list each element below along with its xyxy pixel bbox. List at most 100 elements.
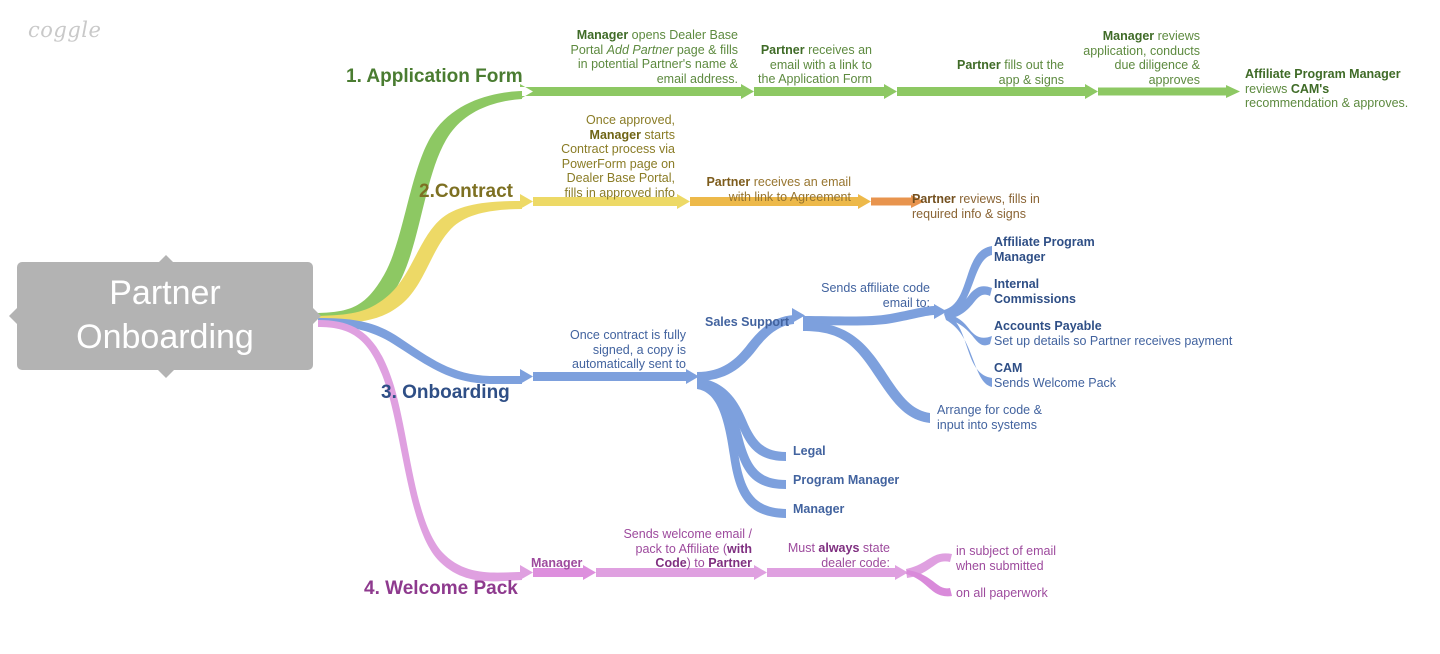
root-handle-right[interactable]	[313, 308, 321, 324]
coggle-logo[interactable]: coggle	[28, 18, 102, 42]
node-recipient-0-label: Affiliate Program Manager	[994, 235, 1095, 264]
node-app-step5[interactable]: Affiliate Program Manager reviews CAM's …	[1245, 67, 1440, 111]
wire-pink-bar1	[533, 568, 585, 577]
wire-amber-bar	[690, 197, 860, 206]
node-contract-step2[interactable]: Partner receives an email with link to A…	[688, 175, 851, 204]
wire-green-arrow4	[1226, 85, 1240, 98]
node-contract-step1-actor: Manager	[589, 127, 641, 142]
branch-title-welcome-pack[interactable]: 4. Welcome Pack	[364, 578, 518, 599]
wire-green-root	[318, 91, 522, 321]
node-app-step1-actor: Manager	[576, 28, 629, 42]
wire-orange-bar	[871, 197, 913, 206]
branch-title-onboarding[interactable]: 3. Onboarding	[381, 382, 510, 403]
node-contract-step2-actor: Partner	[706, 175, 751, 189]
node-welcome-leaf-paperwork[interactable]: on all paperwork	[956, 586, 1048, 600]
wire-yellow-root	[318, 201, 522, 324]
node-copy-recipient-legal[interactable]: Legal	[793, 444, 826, 458]
wire-blue-ss-arrow	[792, 308, 805, 323]
node-contract-step3-actor: Partner	[912, 192, 956, 206]
node-app-step1-text-b: page & fills in potential Partner's name…	[577, 42, 738, 86]
wire-orange-arrow	[858, 194, 871, 209]
node-app-step2-text: receives an email with a link to the App…	[758, 43, 872, 87]
node-app-step4-actor: Manager	[1102, 29, 1155, 43]
node-welcome-manager[interactable]: Manager	[531, 556, 583, 570]
node-recipient-2-detail: Set up details so Partner receives payme…	[994, 333, 1233, 348]
node-app-step4[interactable]: Manager reviews application, conducts du…	[1042, 29, 1200, 87]
node-app-step5-cam: CAM's	[1290, 81, 1330, 96]
wire-green-arrow3	[1085, 84, 1098, 99]
node-app-step1-text-a: opens Dealer Base Portal	[570, 28, 738, 57]
root-handle-top[interactable]	[158, 255, 174, 263]
wire-blue-aff-arrow	[934, 304, 947, 319]
node-copy-recipient-program-manager[interactable]: Program Manager	[793, 473, 900, 487]
node-recipient-3-label: CAM	[994, 361, 1023, 375]
node-sales-support[interactable]: Sales Support	[705, 315, 790, 329]
node-app-step2[interactable]: Partner receives an email with a link to…	[706, 43, 872, 87]
node-welcome-step2-code: with Code	[655, 541, 752, 571]
wire-blue-pm	[697, 380, 786, 489]
wire-pink-arrow3	[754, 565, 767, 580]
wire-pink-arrow2	[583, 565, 596, 580]
node-app-step3-actor: Partner	[956, 58, 1001, 72]
node-app-step4-text: reviews application, conducts due dilige…	[1083, 29, 1200, 87]
branch-title-application-form[interactable]: 1. Application Form	[346, 66, 523, 87]
node-recipient-affiliate-program-manager[interactable]: Affiliate Program Manager	[994, 235, 1194, 264]
node-welcome-leaf-subject[interactable]: in subject of email when submitted	[956, 544, 1057, 573]
node-recipient-2-label: Accounts Payable	[994, 319, 1102, 333]
node-app-step1-em: Add Partner	[606, 42, 674, 57]
wire-green-seg1b	[533, 87, 743, 96]
node-copy-recipient-manager[interactable]: Manager	[793, 502, 845, 516]
wire-blue-arrow2	[686, 369, 699, 384]
branch-title-contract[interactable]: 2.Contract	[419, 181, 513, 202]
wire-green-bar2	[754, 87, 886, 96]
node-welcome-step3-always: always	[818, 541, 860, 555]
node-welcome-step2[interactable]: Sends welcome email / pack to Affiliate …	[600, 527, 752, 571]
wire-orange-tip	[911, 195, 924, 208]
wire-pink-leaf1	[906, 553, 952, 578]
wire-green-bar4	[1098, 87, 1228, 96]
wire-green-arrow2	[884, 84, 897, 99]
node-recipient-internal-commissions[interactable]: Internal Commissions	[994, 277, 1194, 306]
wire-pink-bar2	[596, 568, 756, 577]
wire-blue-leaf-ic	[944, 286, 992, 319]
node-welcome-step3[interactable]: Must always state dealer code:	[770, 541, 890, 570]
wire-green-seg2	[741, 84, 754, 99]
wire-green-bar3	[897, 87, 1087, 96]
node-welcome-step3-text-b: state dealer code:	[821, 541, 890, 570]
wire-blue-leaf-ap	[944, 313, 992, 346]
node-recipient-1-label: Internal Commissions	[994, 277, 1076, 306]
node-contract-step1-text-a: Once approved,	[586, 113, 675, 127]
wire-blue-leaf-apm	[944, 246, 992, 318]
root-node[interactable]: Partner Onboarding	[17, 262, 313, 370]
node-arrange-for-code[interactable]: Arrange for code & input into systems	[937, 403, 1042, 432]
node-app-step1[interactable]: Manager opens Dealer Base Portal Add Par…	[520, 28, 738, 86]
wire-pink-bar3	[767, 568, 897, 577]
node-contract-step2-text: receives an email with link to Agreement	[728, 175, 851, 204]
node-app-step5-actor: Affiliate Program Manager	[1245, 67, 1401, 81]
node-app-step5-text-a: reviews	[1245, 81, 1288, 96]
wire-blue-affiliate	[803, 306, 936, 326]
node-app-step5-text-b: recommendation & approves.	[1245, 96, 1409, 111]
node-sends-affiliate-code[interactable]: Sends affiliate code email to:	[821, 281, 930, 310]
wire-blue-leaf-cam	[944, 314, 992, 387]
root-handle-bottom[interactable]	[158, 370, 174, 378]
node-welcome-step3-text-a: Must	[787, 541, 819, 555]
wire-yellow-arrow1	[520, 194, 533, 209]
root-handle-left[interactable]	[9, 308, 17, 324]
node-onboarding-step1[interactable]: Once contract is fully signed, a copy is…	[569, 328, 686, 372]
node-app-step3-text: fills out the app & signs	[998, 58, 1064, 87]
wire-blue-arrow1	[520, 369, 533, 384]
node-contract-step1-text-b: starts Contract process via PowerForm pa…	[561, 127, 675, 200]
wire-blue-bar1	[533, 372, 688, 381]
node-contract-step1[interactable]: Once approved, Manager starts Contract p…	[500, 113, 675, 201]
node-welcome-step2-text-a: Sends welcome email / pack to Affiliate …	[623, 527, 752, 556]
node-contract-step3[interactable]: Partner reviews, fills in required info …	[912, 192, 1092, 221]
wire-pink-leaf2	[906, 570, 952, 597]
wire-yellow-bar1	[533, 197, 679, 206]
wire-pink-arrow1	[520, 565, 533, 580]
node-app-step3[interactable]: Partner fills out the app & signs	[896, 58, 1064, 87]
